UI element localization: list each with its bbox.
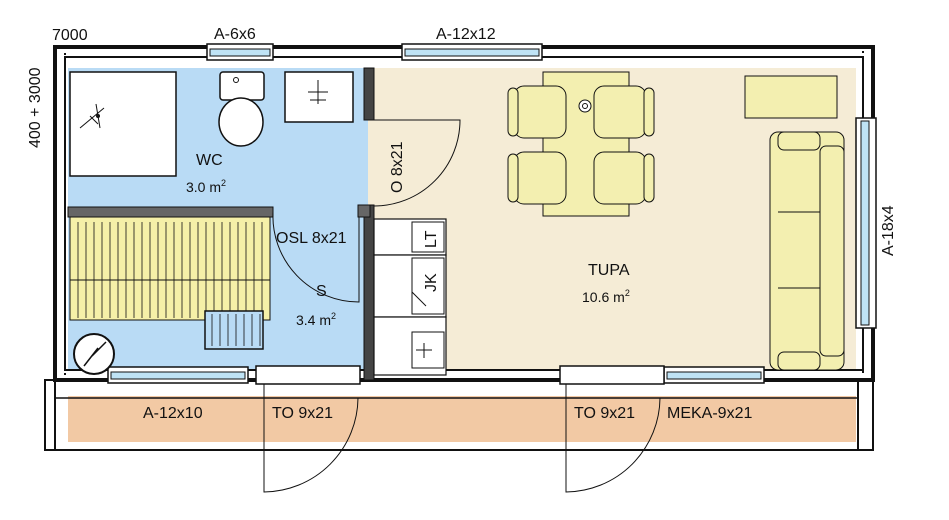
door-swing-left xyxy=(263,384,359,493)
window-label-bottom-left: A-12x10 xyxy=(143,405,203,422)
room-name-sauna: S xyxy=(316,283,327,300)
sauna-bench-slats xyxy=(77,222,263,318)
door-label-o: O 8x21 xyxy=(389,141,406,193)
tv-cabinet xyxy=(744,75,838,119)
window-label-top-small: A-6x6 xyxy=(214,26,256,43)
interior-wall-wc-sauna-right xyxy=(357,204,371,218)
dimension-height: 400 + 3000 xyxy=(27,67,44,148)
shower xyxy=(69,71,177,177)
cabinet-label-lt: LT xyxy=(423,230,440,248)
window-top-large xyxy=(401,43,543,61)
door-label-exterior-left: TO 9x21 xyxy=(272,405,333,422)
room-area-tupa: 10.6 m2 xyxy=(582,288,630,305)
window-label-top-large: A-12x12 xyxy=(436,26,496,43)
door-opening-right xyxy=(559,365,665,385)
kitchen-sink xyxy=(373,316,447,376)
room-name-tupa: TUPA xyxy=(588,262,630,279)
door-swing-sauna xyxy=(272,211,360,303)
door-label-exterior-right: TO 9x21 xyxy=(574,405,635,422)
room-name-wc: WC xyxy=(196,152,223,169)
door-opening-left xyxy=(255,365,361,385)
kitchen-cabinet-jk xyxy=(373,254,447,318)
room-area-wc: 3.0 m2 xyxy=(186,178,226,195)
door-swing-o xyxy=(373,119,461,207)
dimension-width: 7000 xyxy=(52,27,88,44)
sofa xyxy=(769,131,845,371)
window-terrace-meka xyxy=(663,366,765,384)
sauna-stove xyxy=(73,333,115,375)
interior-wall-vertical-upper xyxy=(363,67,375,121)
chair-bottom-left xyxy=(507,151,567,205)
door-label-sauna: OSL 8x21 xyxy=(276,230,347,247)
window-right xyxy=(855,117,877,329)
window-bottom-left xyxy=(107,366,249,384)
door-swing-right xyxy=(565,384,661,493)
chair-bottom-right xyxy=(593,151,655,205)
interior-wall-wc-sauna xyxy=(67,206,274,218)
chair-top-right xyxy=(593,85,655,139)
window-label-right: A-18x4 xyxy=(880,205,897,256)
cabinet-label-jk: JK xyxy=(423,273,440,292)
sauna-step xyxy=(204,310,264,350)
terrace-floor xyxy=(68,396,856,442)
wc-sink xyxy=(284,71,354,123)
toilet xyxy=(218,71,265,147)
terrace-post-left xyxy=(44,379,56,451)
chair-top-left xyxy=(507,85,567,139)
window-top-small xyxy=(206,43,274,61)
terrace-post-right xyxy=(857,379,874,451)
interior-wall-vertical-lower xyxy=(363,204,375,381)
room-area-sauna: 3.4 m2 xyxy=(296,311,336,328)
kitchen-cabinet-lt xyxy=(373,218,447,256)
door-label-terrace: MEKA-9x21 xyxy=(667,405,752,422)
sauna-bench-upper xyxy=(69,216,271,282)
